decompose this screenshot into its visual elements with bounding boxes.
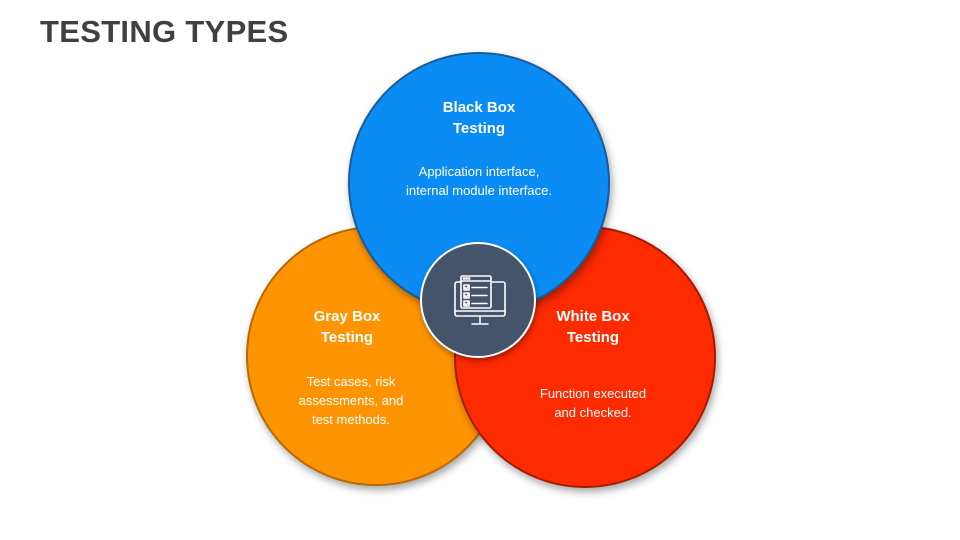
black-box-heading: Black Box Testing — [404, 97, 554, 139]
computer-checklist-icon — [454, 275, 506, 325]
black-box-heading-line1: Black Box — [442, 99, 516, 116]
white-box-heading-line1: White Box — [556, 308, 630, 325]
black-box-desc-line2: internal module interface. — [406, 183, 552, 198]
page-title: TESTING TYPES — [40, 14, 289, 49]
black-box-desc-line1: Application interface, — [418, 164, 540, 179]
black-box-heading-line2: Testing — [452, 120, 506, 137]
gray-box-desc-line3: test methods. — [311, 412, 391, 427]
white-box-desc-line1: Function executed — [539, 386, 647, 401]
white-box-description: Function executed and checked. — [518, 384, 668, 422]
gray-box-desc-line2: assessments, and — [298, 393, 404, 408]
gray-box-heading: Gray Box Testing — [277, 306, 417, 348]
gray-box-heading-line2: Testing — [320, 329, 374, 346]
gray-box-desc-line1: Test cases, risk — [306, 374, 396, 389]
gray-box-description: Test cases, risk assessments, and test m… — [276, 372, 426, 429]
white-box-heading-line2: Testing — [566, 329, 620, 346]
gray-box-heading-line1: Gray Box — [313, 308, 381, 325]
center-badge — [420, 242, 536, 358]
white-box-desc-line2: and checked. — [554, 405, 632, 420]
white-box-heading: White Box Testing — [523, 306, 663, 348]
black-box-description: Application interface, internal module i… — [374, 162, 584, 200]
